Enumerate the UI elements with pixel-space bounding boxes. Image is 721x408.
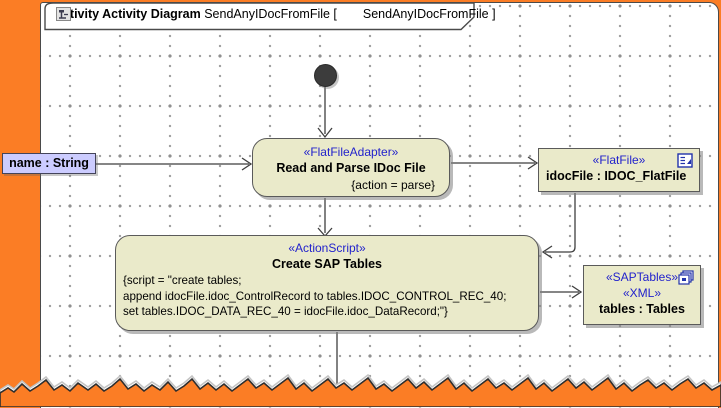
frame-title-tab[interactable]: activity Activity Diagram SendAnyIDocFro…: [44, 0, 496, 31]
action-constraint: {action = parse}: [351, 178, 435, 192]
frame-title-ref: SendAnyIDocFromFile ]: [362, 7, 496, 21]
activity-diagram-icon: [56, 7, 357, 21]
object-name: tables : Tables: [599, 302, 685, 316]
stereotype-label: «FlatFileAdapter»: [303, 145, 399, 159]
object-node-idocfile[interactable]: «FlatFile» idocFile : IDOC_FlatFile: [538, 148, 700, 192]
action-create-sap-tables[interactable]: «ActionScript» Create SAP Tables {script…: [115, 235, 539, 331]
stereotype-label: «SAPTables»: [605, 270, 679, 284]
activity-parameter-node[interactable]: name : String: [2, 153, 96, 174]
action-name: Create SAP Tables: [271, 257, 382, 271]
frame-title: activity Activity Diagram SendAnyIDocFro…: [56, 7, 496, 21]
script-line: set tables.IDOC_DATA_REC_40 = idocFile.i…: [123, 305, 448, 318]
initial-node[interactable]: [314, 64, 337, 87]
script-line: {script = "create tables;: [123, 274, 242, 287]
frame-title-name: SendAnyIDocFromFile [: [204, 7, 337, 21]
frame-tab-outline: [44, 2, 475, 31]
frame-title-keyword: activity Activity Diagram: [56, 7, 201, 21]
object-name: idocFile : IDOC_FlatFile: [546, 169, 687, 183]
stereotype-label: «FlatFile»: [592, 153, 646, 167]
document-icon: [677, 153, 694, 174]
object-node-tables[interactable]: «SAPTables» «XML» tables : Tables: [583, 265, 701, 325]
action-read-and-parse-idoc-file[interactable]: «FlatFileAdapter» Read and Parse IDoc Fi…: [252, 138, 450, 197]
copies-icon: [678, 270, 695, 291]
stereotype-label: «XML»: [622, 286, 662, 300]
diagram-canvas[interactable]: [40, 2, 719, 408]
stereotype-label: «ActionScript»: [288, 241, 366, 255]
script-line: append idocFile.idoc_ControlRecord to ta…: [123, 289, 507, 303]
action-name: Read and Parse IDoc File: [276, 161, 426, 175]
